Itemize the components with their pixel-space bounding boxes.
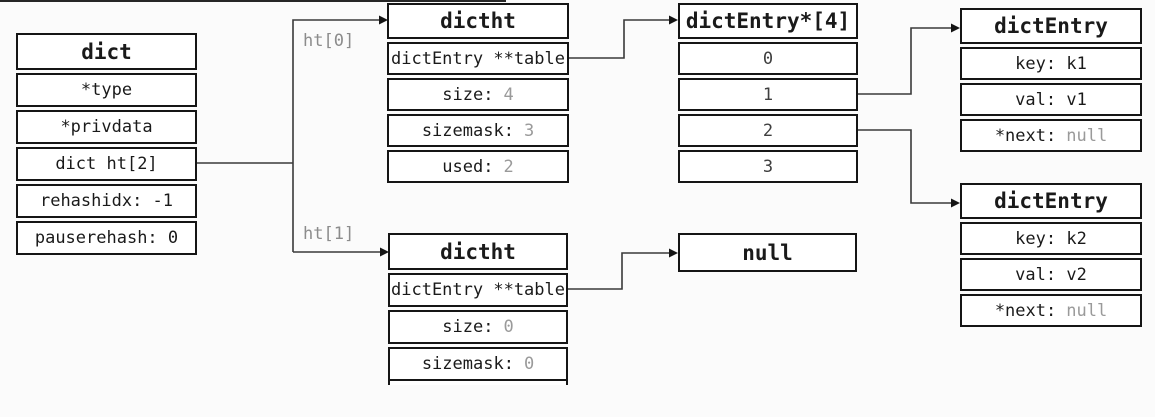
dict-row-ht: dict ht[2]	[16, 147, 197, 181]
edge-label-ht0: ht[0]	[303, 31, 355, 51]
entry2-row-next: *next:null	[960, 294, 1142, 327]
entry2-box-title: dictEntry	[960, 183, 1142, 219]
dict-row-privdata: *privdata	[16, 110, 197, 144]
dictht0-box: dictht dictEntry **table size:4 sizemask…	[387, 3, 569, 183]
connector-bucket1-to-entry1	[858, 23, 960, 95]
dictht1-partial-row	[388, 379, 568, 385]
entry1-box: dictEntry key: k1 val: v1 *next:null	[960, 8, 1142, 152]
dictht1-row-table: dictEntry **table	[388, 273, 568, 307]
connector-dictht0-table-to-buckets	[569, 15, 678, 59]
dict-row-rehashidx: rehashidx: -1	[16, 184, 197, 218]
entry2-row-val: val: v2	[960, 258, 1142, 291]
dictht1-row-sizemask: sizemask:0	[388, 347, 568, 381]
dictht0-row-used: used:2	[387, 150, 569, 183]
connector-dictht1-table-to-null	[568, 248, 678, 290]
null-box: null	[678, 233, 857, 272]
dict-box-title: dict	[16, 33, 197, 70]
entry2-row-key: key: k2	[960, 222, 1142, 255]
dict-box: dict *type *privdata dict ht[2] rehashid…	[16, 33, 197, 255]
entry1-row-val: val: v1	[960, 83, 1142, 116]
connector-bucket2-to-entry2	[858, 129, 960, 208]
arrowhead-ht0	[379, 15, 388, 25]
entry1-row-next: *next:null	[960, 119, 1142, 152]
arrowhead-ht1	[380, 247, 389, 257]
bucket-slot-3: 3	[678, 150, 858, 183]
bucket-array-title: dictEntry*[4]	[678, 3, 858, 39]
dictht0-row-table: dictEntry **table	[387, 42, 569, 75]
dictht0-row-size: size:4	[387, 78, 569, 111]
entry2-box: dictEntry key: k2 val: v2 *next:null	[960, 183, 1142, 327]
dict-row-pauserehash: pauserehash: 0	[16, 221, 197, 255]
arrowhead-buckets	[669, 15, 678, 25]
cropped-box-edge	[0, 0, 506, 2]
dictht1-row-size: size:0	[388, 310, 568, 344]
arrowhead-null	[669, 248, 678, 258]
dictht1-box: dictht dictEntry **table size:0 sizemask…	[388, 233, 568, 381]
arrowhead-entry2	[951, 198, 960, 208]
edge-label-ht1: ht[1]	[303, 224, 355, 244]
arrowhead-entry1	[951, 23, 960, 33]
bucket-array-box: dictEntry*[4] 0 1 2 3	[678, 3, 858, 183]
dict-row-type: *type	[16, 73, 197, 107]
dictht0-box-title: dictht	[387, 3, 569, 39]
entry1-box-title: dictEntry	[960, 8, 1142, 44]
bucket-slot-1: 1	[678, 78, 858, 111]
bucket-slot-2: 2	[678, 114, 858, 147]
dictht0-row-sizemask: sizemask:3	[387, 114, 569, 147]
null-box-title: null	[678, 233, 857, 272]
bucket-slot-0: 0	[678, 42, 858, 75]
dictht1-box-title: dictht	[388, 233, 568, 270]
connector-dict-ht-branch	[197, 15, 389, 257]
entry1-row-key: key: k1	[960, 47, 1142, 80]
